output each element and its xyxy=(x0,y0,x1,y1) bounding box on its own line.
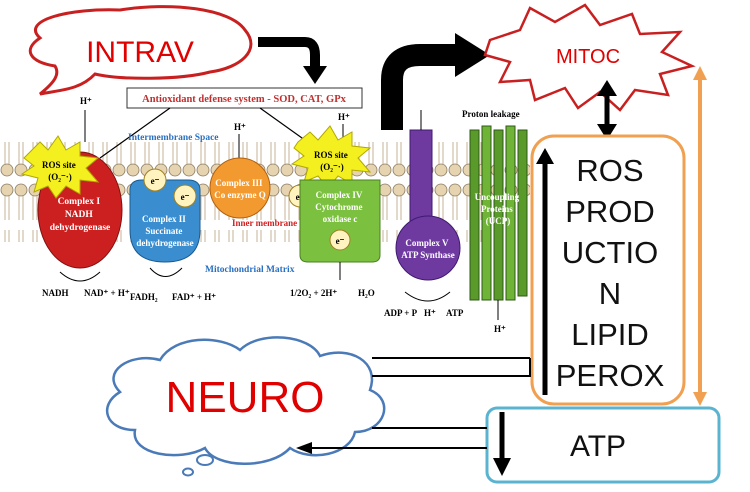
complex-1-line-1: Complex I xyxy=(58,197,101,207)
intermembrane-space-label: Intermembrane Space xyxy=(128,133,219,143)
svg-text:Complex III Co enzyme Q: Complex III Co enzyme Q xyxy=(214,178,266,200)
ros-line-2: PROD xyxy=(565,194,655,229)
antioxidant-box xyxy=(126,87,363,109)
inner-membrane-label: Inner membrane xyxy=(232,218,297,228)
h-plus-3: H⁺ xyxy=(338,112,350,122)
nad-label: NAD⁺ + H⁺ xyxy=(84,288,130,298)
arrow-to-mitoc xyxy=(381,44,460,130)
o2-label: 1/2O₂ + 2H⁺ xyxy=(290,288,337,298)
mitochondrial-matrix-label: Mitochondrial Matrix xyxy=(205,265,295,275)
ucp-line-3: (UCP) xyxy=(486,216,511,226)
svg-text:Complex IV Cytochrome: Complex IV Cytochrome oxidase c xyxy=(315,190,365,224)
electron-1: e⁻ xyxy=(143,168,167,192)
complex-5: Complex V ATP Synthase xyxy=(395,110,461,281)
svg-text:ROS site (O₂⁻·): ROS site (O₂⁻·) xyxy=(314,150,350,172)
atp-box xyxy=(485,406,721,484)
ros-line-3: UCTIO xyxy=(561,235,659,270)
ros-site-1-label: ROS site xyxy=(42,160,76,170)
h-plus-2: H⁺ xyxy=(234,122,246,132)
ros-line-6: PEROX xyxy=(555,358,665,388)
proton-leakage-label: Proton leakage xyxy=(462,109,520,119)
arrowhead-mitoc xyxy=(455,33,490,77)
ucp-channel: Uncoupling Proteins (UCP) xyxy=(469,125,528,301)
arrow-atp-to-neuro xyxy=(310,427,487,449)
complex-2-line-2: Succinate xyxy=(145,226,182,236)
antioxidant-label: Antioxidant defense system - SOD, CAT, G… xyxy=(142,94,347,105)
complex-3: Complex III Co enzyme Q xyxy=(209,157,271,219)
ucp-line-1: Uncoupling xyxy=(475,192,520,202)
ucp-line-2: Proteins xyxy=(481,204,513,214)
intrav-label: INTRAV xyxy=(86,36,194,69)
h-plus-4: H⁺ xyxy=(494,324,506,334)
ros-production-box xyxy=(530,134,686,406)
arrowhead-intrav xyxy=(303,66,327,84)
nadh-label: NADH xyxy=(42,288,69,298)
ros-site-1-sub: (O₂⁻·) xyxy=(48,172,71,182)
svg-text:e⁻: e⁻ xyxy=(151,176,160,186)
neuro-cloud: NEURO xyxy=(105,336,386,477)
svg-text:Uncoupling Proteins: Uncoupling Proteins (UCP) xyxy=(475,192,522,226)
ros-site-1: ROS site (O₂⁻·) xyxy=(20,135,100,199)
h-plus-1: H⁺ xyxy=(80,96,92,106)
svg-text:Complex II Succinate: Complex II Succinate dehydrogenase xyxy=(136,214,193,248)
arrow-intrav-to-membrane xyxy=(258,37,320,68)
ros-production-text: ROS PROD UCTIO N LIPID PEROX xyxy=(540,150,680,388)
atp-box-label: ATP xyxy=(570,430,626,463)
ros-line-1: ROS xyxy=(576,153,644,188)
atp-small-label: ATP xyxy=(446,308,464,318)
complex-3-line-1: Complex III xyxy=(215,178,263,188)
ros-site-2-label: ROS site xyxy=(314,150,348,160)
h2o-label: H₂O xyxy=(358,288,375,298)
complex-4-line-1: Complex IV xyxy=(316,190,363,200)
h-plus-5: H⁺ xyxy=(424,308,436,318)
ros-site-2: ROS site (O₂⁻·) xyxy=(290,125,372,189)
mitoc-burst: MITOC xyxy=(483,3,696,112)
adp-label: ADP + P xyxy=(384,308,418,318)
svg-text:Complex V ATP Synthase: Complex V ATP Synthase xyxy=(401,238,455,260)
complex-5-line-2: ATP Synthase xyxy=(401,250,455,260)
electron-2: e⁻ xyxy=(173,184,197,208)
mitoc-label: MITOC xyxy=(556,46,620,68)
svg-text:e⁻: e⁻ xyxy=(181,192,190,202)
complex-2-line-3: dehydrogenase xyxy=(136,238,193,248)
complex-4: Complex IV Cytochrome oxidase c e⁻ xyxy=(299,179,381,263)
ros-line-5: LIPID xyxy=(571,317,649,352)
ros-site-2-sub: (O₂⁻·) xyxy=(320,162,343,172)
intrav-callout: INTRAV xyxy=(28,5,253,96)
complex-5-line-1: Complex V xyxy=(405,238,449,248)
electron-4: e⁻ xyxy=(336,236,345,246)
arrow-ros-to-neuro xyxy=(372,357,531,377)
complex-1-line-2: NADH xyxy=(65,210,94,220)
fad-label: FAD⁺ + H⁺ xyxy=(172,292,216,302)
complex-4-line-2: Cytochrome xyxy=(315,202,362,212)
complex-3-line-2: Co enzyme Q xyxy=(214,190,266,200)
svg-text:ROS site (O₂⁻·): ROS site (O₂⁻·) xyxy=(42,160,78,182)
complex-4-line-3: oxidase c xyxy=(323,214,358,224)
ros-line-4: N xyxy=(598,276,622,311)
neuro-label: NEURO xyxy=(166,373,325,422)
fadh2-label: FADH₂ xyxy=(130,292,158,302)
svg-text:Complex I NADH deh: Complex I NADH dehydrogenase xyxy=(50,197,111,233)
complex-2-line-1: Complex II xyxy=(142,214,186,224)
complex-1-line-3: dehydrogenase xyxy=(50,223,111,233)
